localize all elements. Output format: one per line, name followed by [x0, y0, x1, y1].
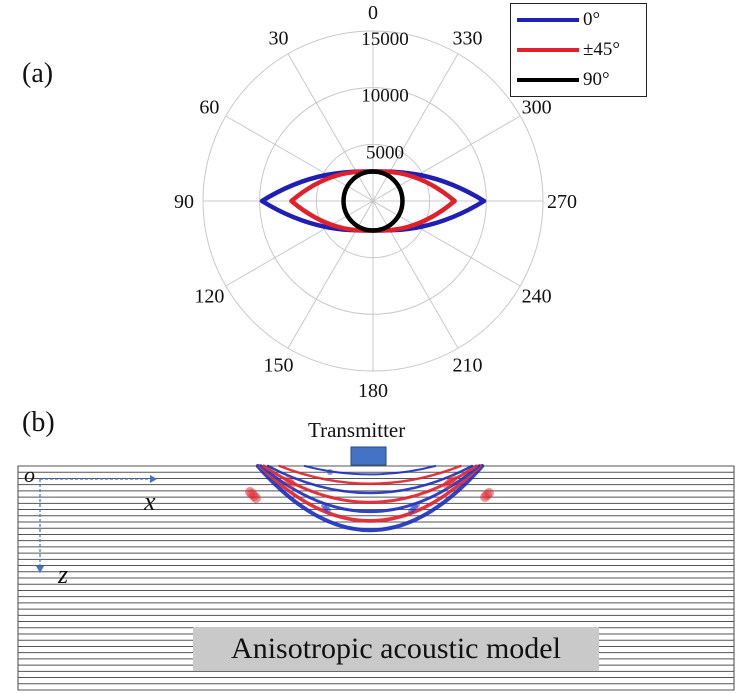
wave-speckle — [482, 490, 492, 500]
wave-speckle — [247, 489, 257, 499]
polar-spoke — [225, 200, 374, 287]
legend-label: 0° — [583, 9, 601, 30]
angular-tick-label: 120 — [194, 286, 224, 308]
wave-speckle — [321, 503, 327, 509]
wave-speckle — [412, 504, 418, 510]
wavefield — [245, 464, 494, 533]
wave-speckle — [414, 502, 420, 508]
legend-entry: ±45° — [517, 36, 620, 64]
panel-label-a: (a) — [22, 58, 54, 89]
angular-tick-label: 150 — [264, 355, 294, 377]
chart-legend: 0° ±45° 90° — [510, 3, 647, 97]
wave-speckle — [480, 492, 490, 502]
wave-speckle — [325, 507, 331, 513]
wave-speckle — [249, 491, 259, 501]
wavefront-arc — [303, 465, 437, 476]
polar-spoke — [225, 115, 374, 202]
wave-speckle — [447, 477, 455, 485]
wave-speckle — [445, 479, 453, 487]
origin-label: o — [24, 462, 35, 487]
wave-speckle — [484, 488, 494, 498]
radial-tick-label: 15000 — [361, 29, 409, 50]
panel-label-b: (b) — [22, 407, 55, 438]
wave-speckle — [408, 508, 414, 514]
radial-tick-label: 10000 — [361, 86, 409, 107]
polar-spoke — [372, 200, 521, 287]
series-curve — [289, 169, 457, 233]
wavefront-arc — [278, 464, 462, 485]
angular-tick-label: 270 — [547, 191, 577, 213]
series-curve — [341, 169, 405, 233]
wave-speckle — [443, 481, 451, 489]
legend-swatch — [517, 18, 579, 22]
legend-entry: 0° — [517, 6, 600, 34]
wave-speckle — [288, 480, 296, 488]
polar-tick-labels: 0 30 60 90 120 150 180 210 240 270 300 330 5000 10000… — [174, 2, 577, 402]
wavefront-arc — [262, 464, 478, 504]
polar-grid — [202, 30, 544, 372]
wave-speckle — [245, 487, 255, 497]
angular-tick-label: 210 — [453, 355, 483, 377]
wave-speckle — [251, 493, 261, 503]
model-caption: Anisotropic acoustic model — [193, 627, 599, 671]
wavefront-arc — [266, 464, 474, 495]
z-axis-label: z — [58, 560, 69, 589]
polar-series — [259, 169, 487, 233]
x-arrowhead — [150, 475, 157, 483]
wave-speckle — [327, 469, 333, 475]
angular-tick-label: 90 — [174, 191, 194, 213]
wave-speckle — [449, 475, 457, 483]
legend-swatch — [517, 78, 579, 82]
wavefront-arc — [258, 464, 482, 523]
wavefront-arc — [255, 464, 485, 533]
angular-tick-label: 60 — [199, 97, 219, 119]
wave-speckle — [284, 476, 292, 484]
radial-tick-label: 5000 — [366, 142, 404, 163]
legend-label: 90° — [583, 69, 610, 90]
legend-swatch — [517, 48, 579, 52]
transmitter-block — [350, 446, 387, 466]
angular-tick-label: 30 — [269, 27, 289, 49]
transmitter-label: Transmitter — [308, 418, 406, 442]
angular-tick-label: 300 — [522, 97, 552, 119]
angular-tick-label: 0 — [368, 2, 378, 24]
angular-tick-label: 330 — [453, 27, 483, 49]
angular-tick-label: 180 — [358, 380, 388, 402]
legend-label: ±45° — [583, 39, 621, 60]
wave-speckle — [410, 506, 416, 512]
legend-entry: 90° — [517, 66, 610, 94]
wavefront-arc — [259, 464, 481, 513]
wave-speckle — [323, 505, 329, 511]
x-axis-label: x — [144, 487, 156, 516]
z-arrowhead — [36, 566, 44, 573]
angular-tick-label: 240 — [522, 286, 552, 308]
wave-speckle — [286, 478, 294, 486]
